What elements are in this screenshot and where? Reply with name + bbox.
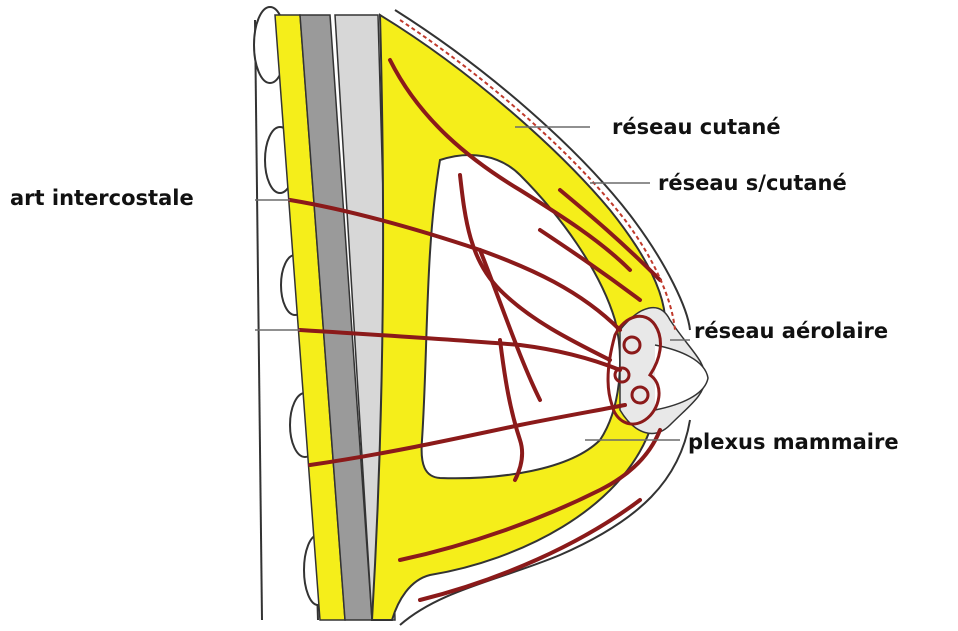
label-reseau-aerolaire: réseau aérolaire: [694, 321, 888, 342]
label-plexus-mammaire: plexus mammaire: [688, 432, 899, 453]
label-reseau-cutane: réseau cutané: [612, 117, 781, 138]
label-art-intercostale: art intercostale: [10, 188, 194, 209]
label-reseau-sous-cutane: réseau s/cutané: [658, 173, 847, 194]
